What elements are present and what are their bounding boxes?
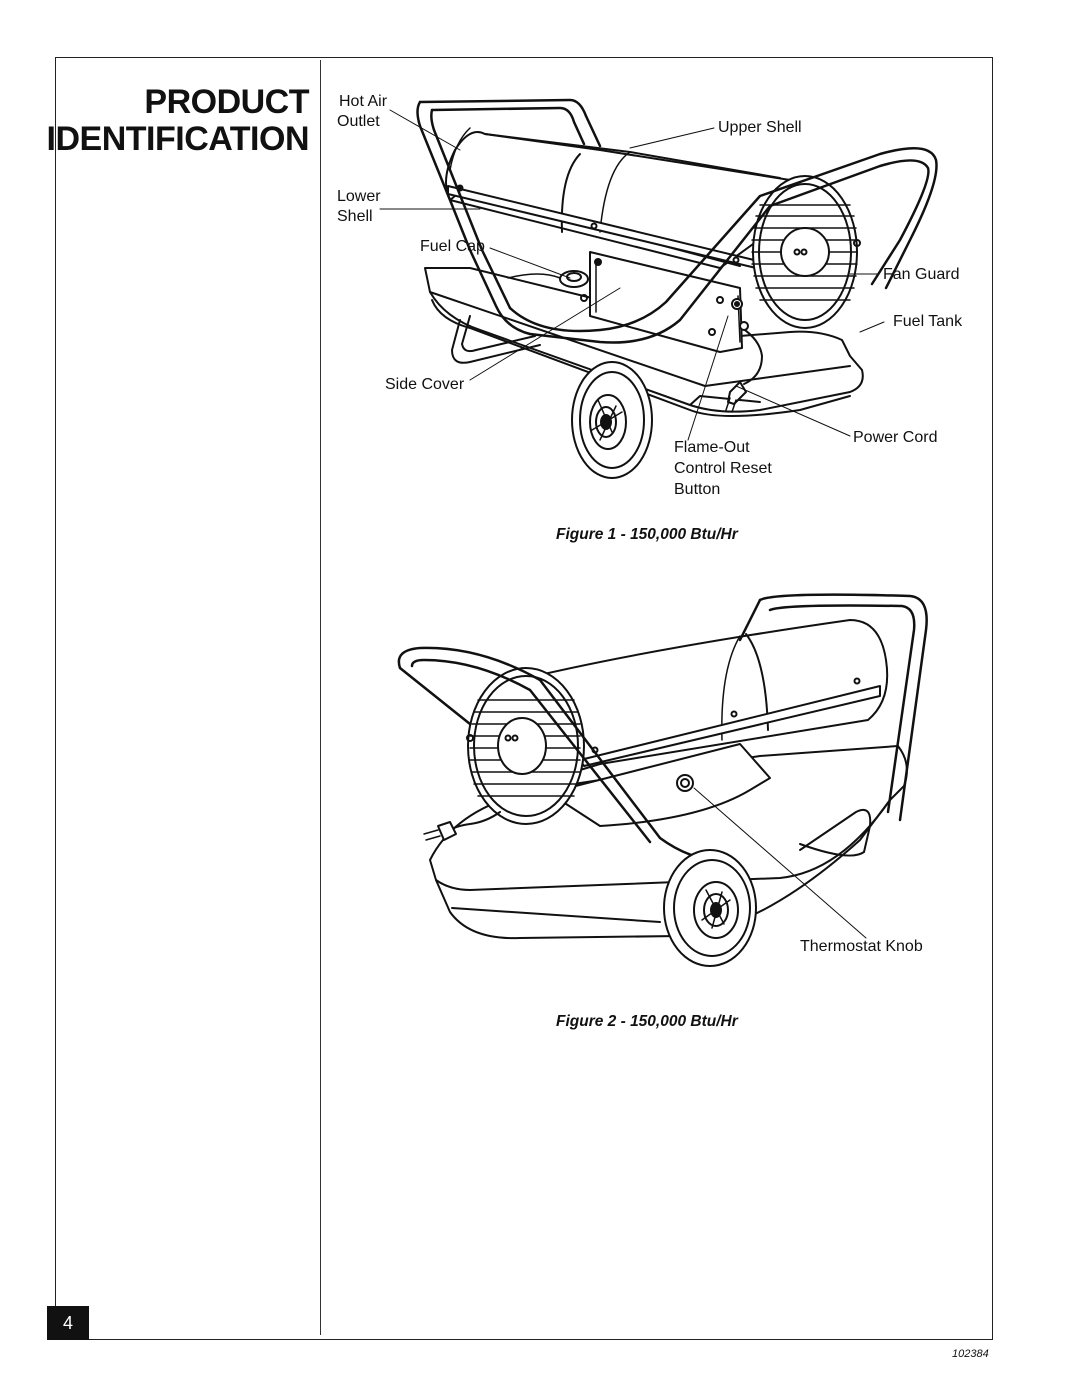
document-number: 102384 [952, 1348, 989, 1360]
label-fan-guard: Fan Guard [883, 266, 960, 283]
label-lower-shell-line-2: Shell [337, 208, 373, 225]
label-side-cover: Side Cover [385, 376, 465, 393]
heading-line-1: PRODUCT [144, 83, 309, 121]
label-hot-air-outlet-line-1: Hot Air [339, 93, 388, 110]
label-flame-out-line-3: Button [674, 481, 721, 498]
figure-2-caption: Figure 2 - 150,000 Btu/Hr [556, 1013, 738, 1030]
label-lower-shell-line-1: Lower [337, 188, 381, 205]
label-flame-out-line-1: Flame-Out [674, 439, 750, 456]
label-flame-out-line-2: Control Reset [674, 460, 772, 477]
label-thermostat-knob: Thermostat Knob [800, 938, 923, 955]
label-power-cord: Power Cord [853, 429, 938, 446]
section-heading: PRODUCT IDENTIFICATION [46, 83, 310, 158]
label-fuel-tank: Fuel Tank [893, 313, 963, 330]
page-number: 4 [62, 1312, 73, 1333]
heading-line-2: IDENTIFICATION [46, 120, 310, 158]
label-upper-shell: Upper Shell [718, 119, 802, 136]
figure-1-caption: Figure 1 - 150,000 Btu/Hr [556, 526, 738, 543]
page-frame [55, 57, 993, 1340]
column-divider [320, 60, 321, 1335]
label-fuel-cap: Fuel Cap [420, 238, 485, 255]
label-hot-air-outlet-line-2: Outlet [337, 113, 380, 130]
page-number-badge: 4 [47, 1306, 89, 1340]
